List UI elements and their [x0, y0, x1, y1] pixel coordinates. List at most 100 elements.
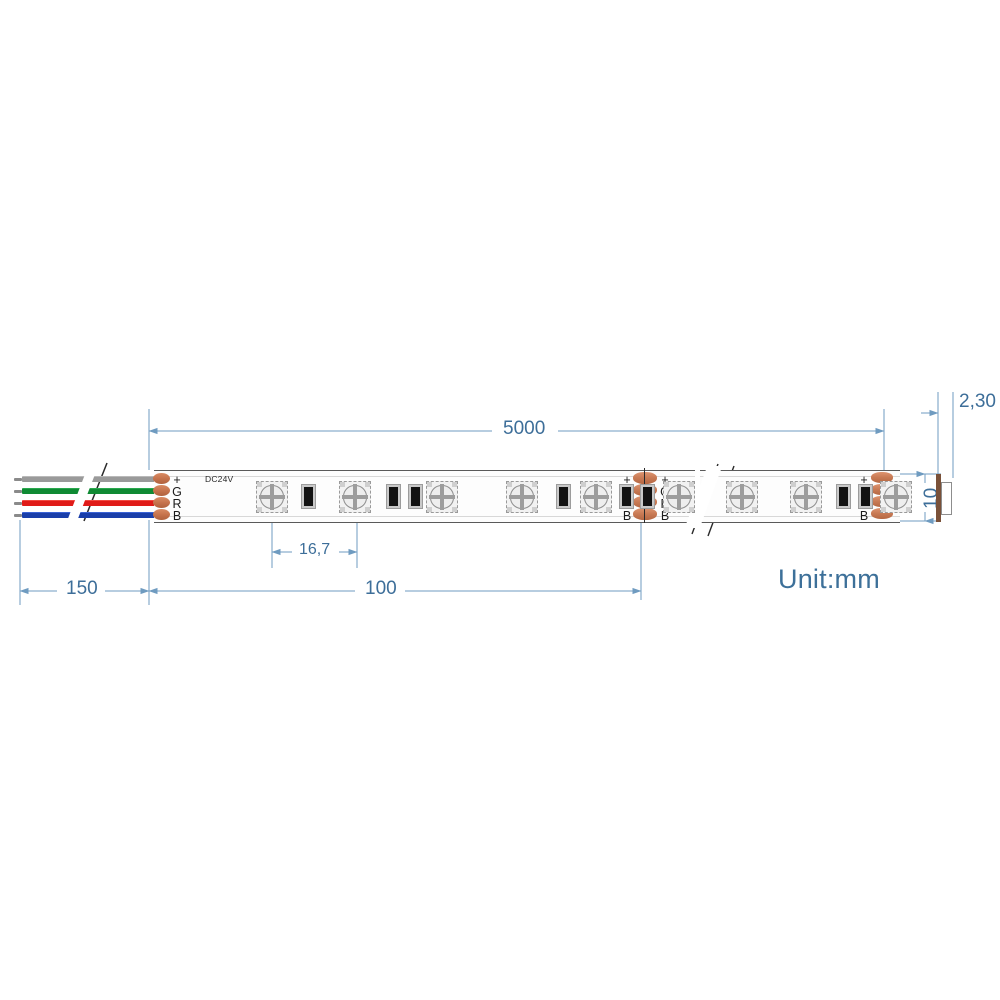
- led-corner-pad: [605, 481, 612, 488]
- led-chip: [663, 481, 695, 513]
- resistor-body: [861, 486, 870, 507]
- dimension-label-16-7: 16,7: [296, 542, 334, 558]
- resistor: [301, 484, 316, 509]
- solder-pad-blue: [153, 509, 170, 520]
- led-corner-pad: [815, 506, 822, 513]
- led-cross-bar-vertical: [594, 483, 598, 511]
- pcb-edge-line-top-right: [700, 476, 900, 477]
- led-chip: [506, 481, 538, 513]
- resistor-body: [559, 486, 568, 507]
- resistor: [858, 484, 873, 509]
- pad-label-input-blue: B: [172, 509, 182, 523]
- dimension-label-100: 100: [361, 579, 401, 598]
- led-corner-pad: [531, 506, 538, 513]
- led-corner-pad: [256, 506, 263, 513]
- dimension-label-2-30: 2,30: [957, 391, 998, 412]
- led-corner-pad: [339, 506, 346, 513]
- led-corner-pad: [426, 481, 433, 488]
- led-corner-pad: [726, 481, 733, 488]
- solder-pad-red: [153, 497, 170, 508]
- led-corner-pad: [451, 506, 458, 513]
- pad-label-end-blue: B: [859, 509, 869, 523]
- dimension-label-5000: 5000: [499, 419, 550, 438]
- cross-section-pcb: [936, 474, 941, 522]
- led-cross-bar-vertical: [894, 483, 898, 511]
- led-cross-bar-vertical: [677, 483, 681, 511]
- wire-tip-red: [14, 502, 22, 505]
- led-corner-pad: [790, 481, 797, 488]
- pad-label-input-green: G: [172, 485, 182, 499]
- led-corner-pad: [663, 506, 670, 513]
- led-chip: [426, 481, 458, 513]
- resistor-body: [389, 486, 398, 507]
- led-corner-pad: [281, 481, 288, 488]
- dimension-lines-5000: [148, 409, 885, 470]
- led-corner-pad: [426, 506, 433, 513]
- wire-tip-positive: [14, 478, 22, 481]
- end-pad-blue: [871, 508, 893, 519]
- led-corner-pad: [815, 481, 822, 488]
- led-corner-pad: [364, 481, 371, 488]
- led-chip: [790, 481, 822, 513]
- led-corner-pad: [531, 481, 538, 488]
- led-corner-pad: [663, 481, 670, 488]
- dimension-label-150: 150: [62, 579, 102, 598]
- resistor: [619, 484, 634, 509]
- dimension-lines-16-7: [271, 523, 358, 568]
- end-pad-positive: [871, 472, 893, 483]
- solder-pad-positive: [153, 473, 170, 484]
- unit-note: Unit:mm: [778, 564, 880, 594]
- pad-label-end-plus: +: [860, 473, 868, 487]
- cross-section-coating: [941, 482, 952, 515]
- resistor: [640, 484, 655, 509]
- dimension-lines-width: [896, 470, 941, 525]
- led-corner-pad: [880, 481, 887, 488]
- led-corner-pad: [688, 481, 695, 488]
- led-corner-pad: [751, 506, 758, 513]
- solder-pad-green: [153, 485, 170, 496]
- dimension-lines-100: [148, 520, 642, 600]
- led-cross-bar-vertical: [270, 483, 274, 511]
- led-chip: [726, 481, 758, 513]
- led-chip: [256, 481, 288, 513]
- pad-label-cutR-blue: B: [660, 509, 670, 523]
- resistor: [556, 484, 571, 509]
- led-chip: [580, 481, 612, 513]
- wire-blue: [22, 511, 157, 518]
- wire-tip-blue: [14, 514, 22, 517]
- pad-label-cutL-plus: +: [623, 473, 631, 487]
- led-corner-pad: [880, 506, 887, 513]
- led-corner-pad: [905, 481, 912, 488]
- resistor: [408, 484, 423, 509]
- led-corner-pad: [506, 481, 513, 488]
- led-corner-pad: [256, 481, 263, 488]
- resistor-body: [622, 486, 631, 507]
- resistor-body: [304, 486, 313, 507]
- resistor-body: [839, 486, 848, 507]
- wire-red: [22, 499, 157, 506]
- led-chip: [339, 481, 371, 513]
- resistor: [836, 484, 851, 509]
- pad-label-cutL-blue: B: [622, 509, 632, 523]
- led-corner-pad: [580, 481, 587, 488]
- led-corner-pad: [364, 506, 371, 513]
- resistor: [386, 484, 401, 509]
- voltage-silkscreen-label: DC24V: [205, 474, 234, 484]
- led-corner-pad: [751, 481, 758, 488]
- led-corner-pad: [281, 506, 288, 513]
- dimension-lines-thickness: [921, 392, 954, 478]
- led-cross-bar-vertical: [353, 483, 357, 511]
- led-corner-pad: [605, 506, 612, 513]
- pcb-edge-line-top-left: [154, 476, 695, 477]
- resistor-body: [643, 486, 652, 507]
- pcb-edge-line-bottom-left: [154, 516, 695, 517]
- led-cross-bar-vertical: [440, 483, 444, 511]
- pcb-edge-line-bottom-right: [700, 516, 900, 517]
- wire-tip-green: [14, 490, 22, 493]
- pad-label-cutR-plus: +: [661, 473, 669, 487]
- pad-label-input-red: R: [172, 497, 182, 511]
- led-corner-pad: [790, 506, 797, 513]
- pad-label-input-plus: +: [173, 473, 181, 487]
- led-corner-pad: [339, 481, 346, 488]
- led-cross-bar-vertical: [520, 483, 524, 511]
